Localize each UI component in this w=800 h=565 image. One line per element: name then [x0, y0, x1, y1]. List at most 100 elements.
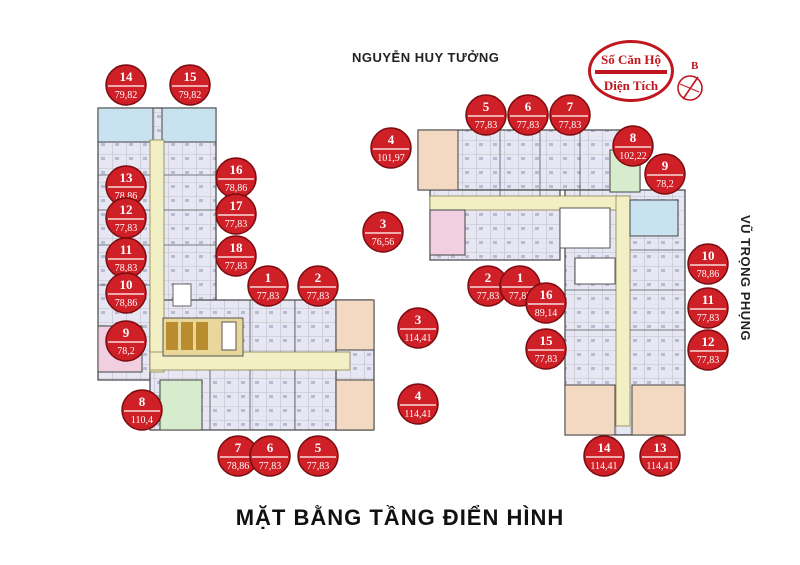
unit-number: 1 — [517, 270, 524, 285]
unit-number: 14 — [120, 69, 134, 84]
unit-number: 2 — [315, 270, 322, 285]
stair — [221, 321, 237, 351]
stair-upper — [172, 283, 192, 307]
right-core-stair — [574, 257, 616, 285]
unit-number: 4 — [415, 388, 422, 403]
unit-area: 114,41 — [404, 333, 431, 344]
unit-number: 7 — [235, 440, 242, 455]
unit-number: 8 — [139, 394, 146, 409]
unit-number: 5 — [483, 99, 490, 114]
street-label-top: NGUYỄN HUY TƯỞNG — [352, 50, 500, 65]
badge-circle — [465, 94, 507, 136]
unit-area: 77,83 — [697, 313, 720, 324]
left_building-unit-badge-18: 18 77,83 — [215, 235, 257, 277]
badge-circle — [362, 211, 404, 253]
unit-4-room — [335, 379, 375, 431]
left_building-unit-badge-3: 3 114,41 — [397, 307, 439, 349]
left_building-unit-badge-12: 12 77,83 — [105, 197, 147, 239]
badge-circle — [105, 64, 147, 106]
unit-13-right-room — [631, 384, 686, 436]
unit-number: 11 — [702, 292, 714, 307]
unit-number: 11 — [120, 242, 132, 257]
unit-number: 4 — [388, 132, 395, 147]
badge-circle — [687, 329, 729, 371]
right_building-unit-badge-10: 10 78,86 — [687, 243, 729, 285]
right_building-unit-badge-3: 376,56 — [362, 211, 404, 253]
unit-area: 78,2 — [656, 179, 674, 190]
unit-15-top-room — [161, 107, 217, 143]
right_building-unit-badge-7: 777,83 — [549, 94, 591, 136]
unit-area: 78,86 — [115, 298, 138, 309]
badge-circle — [583, 435, 625, 477]
unit-area: 102,22 — [619, 151, 647, 162]
unit-number: 12 — [120, 202, 133, 217]
unit-area: 89,14 — [535, 308, 558, 319]
badge-circle — [370, 127, 412, 169]
badge-circle — [215, 235, 257, 277]
unit-3-room — [335, 299, 375, 351]
left_building-unit-badge-14: 14 79,82 — [105, 64, 147, 106]
page-title: MẶT BẰNG TẦNG ĐIỂN HÌNH — [235, 505, 565, 530]
unit-number: 6 — [525, 99, 532, 114]
unit-number: 9 — [662, 158, 669, 173]
unit-14-top-room — [97, 107, 154, 143]
left_building-unit-badge-9: 978,2 — [105, 320, 147, 362]
unit-area: 77,83 — [225, 261, 248, 272]
badge-circle — [687, 243, 729, 285]
unit-area: 79,82 — [179, 90, 202, 101]
right-core — [559, 207, 611, 249]
left_building-unit-badge-8: 8 110,4 — [121, 389, 163, 431]
legend-unit-number-label: Số Căn Hộ — [601, 52, 661, 67]
compass-label: B — [691, 60, 699, 72]
badge-circle — [169, 64, 211, 106]
left_building-unit-badge-5: 577,83 — [297, 435, 339, 477]
unit-area: 110,4 — [131, 415, 153, 426]
left_building-unit-badge-2: 277,83 — [297, 265, 339, 307]
unit-number: 18 — [230, 240, 244, 255]
unit-number: 8 — [630, 130, 637, 145]
unit-number: 1 — [265, 270, 272, 285]
unit-area: 77,83 — [115, 223, 138, 234]
unit-area: 78,83 — [115, 263, 138, 274]
unit-area: 101,97 — [377, 153, 405, 164]
badge-circle — [644, 153, 686, 195]
unit-number: 12 — [702, 334, 715, 349]
legend-area-label: Diện Tích — [603, 78, 659, 93]
unit-number: 10 — [120, 277, 133, 292]
badge-circle — [249, 435, 291, 477]
badge-circle — [549, 94, 591, 136]
corridor-vertical — [149, 139, 165, 373]
compass-icon — [677, 75, 703, 101]
legend-divider — [595, 70, 667, 74]
unit-area: 77,83 — [257, 291, 280, 302]
unit-area: 79,82 — [115, 90, 138, 101]
badge-circle — [397, 307, 439, 349]
unit-area: 78,86 — [697, 269, 720, 280]
unit-area: 76,56 — [372, 237, 395, 248]
unit-number: 10 — [702, 248, 715, 263]
badge-circle — [525, 328, 567, 370]
unit-area: 77,83 — [535, 354, 558, 365]
right_building-unit-badge-8: 8 102,22 — [612, 125, 654, 167]
unit-number: 3 — [415, 312, 422, 327]
badge-circle — [612, 125, 654, 167]
elevator-shaft — [196, 322, 208, 350]
right_building-unit-badge-2: 277,83 — [467, 265, 509, 307]
right_building-unit-badge-6: 677,83 — [507, 94, 549, 136]
unit-8-room — [159, 379, 203, 431]
badge-circle — [105, 320, 147, 362]
right_building-unit-badge-4: 4 101,97 — [370, 127, 412, 169]
unit-number: 13 — [654, 440, 668, 455]
badge-circle — [687, 287, 729, 329]
unit-3-right-room — [429, 209, 466, 256]
badge-circle — [397, 383, 439, 425]
